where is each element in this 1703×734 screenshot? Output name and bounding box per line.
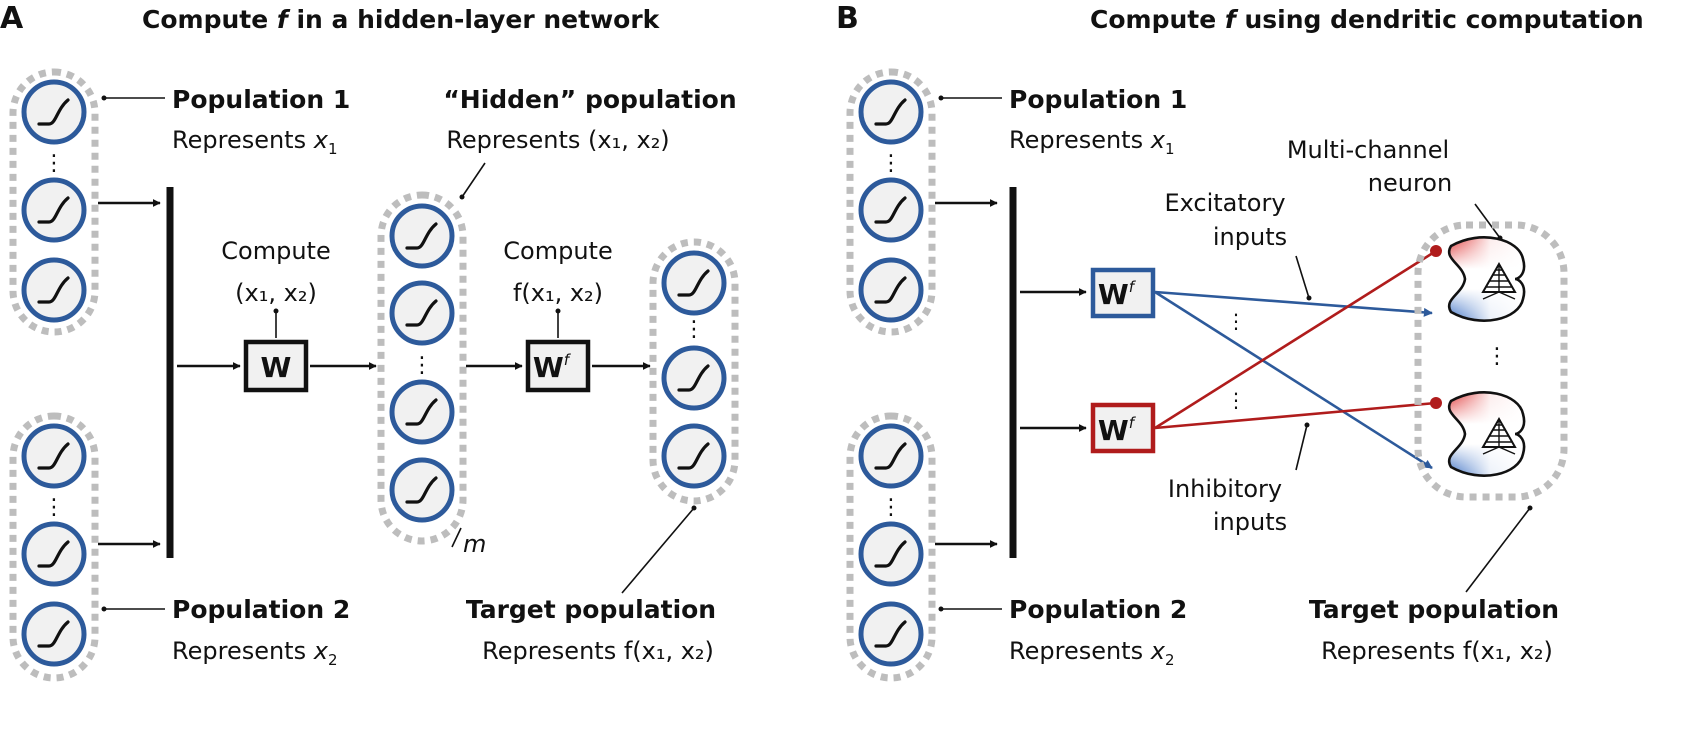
ellipsis-dots: ⋮ <box>880 151 902 176</box>
population-2-represents: Represents x2 <box>1009 637 1174 669</box>
leader-line <box>621 507 695 594</box>
inhibitory-label: inputs <box>1213 508 1287 536</box>
population-2-a: ⋮ <box>9 412 99 682</box>
panel-a-letter: A <box>0 1 24 36</box>
sigmoid-neuron-icon <box>24 524 84 584</box>
population-1-outline <box>846 68 936 336</box>
population-2-represents: Represents x2 <box>172 637 337 669</box>
population-1-label: Population 1 <box>1009 85 1187 114</box>
target-population-a: ⋮ <box>649 238 739 505</box>
ellipsis-dots: ⋮ <box>1226 309 1246 333</box>
population-1-b: ⋮ <box>846 68 936 336</box>
sigmoid-neuron-icon <box>392 382 452 442</box>
weight-matrix-label: W <box>261 351 292 384</box>
target-population-represents: Represents f(x₁, x₂) <box>1321 637 1553 665</box>
sigmoid-neuron-icon <box>861 180 921 240</box>
population-2-b: ⋮ <box>846 412 936 682</box>
target-population-label: Target population <box>466 595 716 624</box>
panel-b-title: Compute f using dendritic computation <box>1090 5 1644 34</box>
leader-line <box>1295 255 1310 299</box>
inhibitory-synapse <box>1430 397 1442 409</box>
compute-expression: (x₁, x₂) <box>235 279 317 307</box>
population-1-outline <box>9 68 99 336</box>
sigmoid-neuron-icon <box>392 206 452 266</box>
ellipsis-dots: ⋮ <box>411 353 433 378</box>
target-population-represents: Represents f(x₁, x₂) <box>482 637 714 665</box>
population-2-outline <box>9 412 99 682</box>
sigmoid-neuron-icon <box>664 426 724 486</box>
neuron-label: neuron <box>1368 169 1452 197</box>
excitatory-label: inputs <box>1213 223 1287 251</box>
target-population-outline <box>1414 221 1568 501</box>
sigmoid-neuron-icon <box>664 253 724 313</box>
hidden-population-outline <box>377 191 467 545</box>
panel-a-title: Compute f in a hidden-layer network <box>142 5 661 34</box>
weight-matrix-label: Wf <box>1098 278 1137 311</box>
sigmoid-neuron-icon <box>861 524 921 584</box>
target-population-b: ⋮ <box>1414 221 1568 501</box>
ellipsis-dots: ⋮ <box>880 495 902 520</box>
population-1-a: ⋮ <box>9 68 99 336</box>
population-2-label: Population 2 <box>1009 595 1187 624</box>
leader-line <box>1295 424 1308 471</box>
sigmoid-neuron-icon <box>24 604 84 664</box>
leader-line <box>1474 203 1501 239</box>
multi-channel-neuron-icon <box>1447 391 1526 477</box>
excitatory-connection <box>1154 290 1433 317</box>
sigmoid-neuron-icon <box>392 460 452 520</box>
multi-channel-neuron-icon <box>1447 236 1526 322</box>
population-2-outline <box>846 412 936 682</box>
count-slash <box>451 527 462 548</box>
inhibitory-label: Inhibitory <box>1168 475 1282 503</box>
panel-a: A Compute f in a hidden-layer network ⋮ … <box>0 1 739 682</box>
hidden-population: ⋮ <box>377 191 467 545</box>
population-1-label: Population 1 <box>172 85 350 114</box>
compute-label: Compute <box>503 237 612 265</box>
neuron-label: Multi-channel <box>1287 136 1449 164</box>
sigmoid-neuron-icon <box>392 283 452 343</box>
ellipsis-dots: ⋮ <box>1226 388 1246 412</box>
hidden-population-represents: Represents (x₁, x₂) <box>446 126 669 154</box>
population-2-label: Population 2 <box>172 595 350 624</box>
leader-line <box>1465 507 1531 593</box>
ellipsis-dots: ⋮ <box>43 151 65 176</box>
target-population-label: Target population <box>1309 595 1559 624</box>
sigmoid-neuron-icon <box>24 260 84 320</box>
hidden-count: m <box>463 530 486 558</box>
sigmoid-neuron-icon <box>664 348 724 408</box>
inhibitory-weight-box <box>1090 402 1156 454</box>
population-1-represents: Represents x1 <box>172 126 337 158</box>
weight-matrix-label: Wf <box>1098 414 1137 447</box>
ellipsis-dots: ⋮ <box>1486 344 1508 369</box>
inhibitory-connection <box>1154 249 1437 430</box>
inhibitory-connection <box>1154 401 1437 430</box>
hidden-population-label: “Hidden” population <box>443 85 736 114</box>
ellipsis-dots: ⋮ <box>43 495 65 520</box>
sigmoid-neuron-icon <box>24 180 84 240</box>
sigmoid-neuron-icon <box>861 604 921 664</box>
sigmoid-neuron-icon <box>24 426 84 486</box>
inhibitory-synapse <box>1430 245 1442 257</box>
target-population-outline <box>649 238 739 505</box>
panel-b: B Compute f using dendritic computation … <box>836 1 1644 682</box>
weight-matrix-label: Wf <box>533 351 572 384</box>
excitatory-label: Excitatory <box>1164 189 1285 217</box>
weight-matrix-w <box>243 339 309 393</box>
leader-line <box>461 162 486 198</box>
sigmoid-neuron-icon <box>861 82 921 142</box>
ellipsis-dots: ⋮ <box>683 317 705 342</box>
excitatory-weight-box <box>1090 267 1156 319</box>
sigmoid-neuron-icon <box>861 260 921 320</box>
panel-b-letter: B <box>836 1 859 36</box>
compute-label: Compute <box>221 237 330 265</box>
population-1-represents: Represents x1 <box>1009 126 1174 158</box>
compute-expression: f(x₁, x₂) <box>513 279 603 307</box>
sigmoid-neuron-icon <box>861 426 921 486</box>
excitatory-connection <box>1154 290 1433 470</box>
weight-matrix-wf <box>525 339 591 393</box>
sigmoid-neuron-icon <box>24 82 84 142</box>
